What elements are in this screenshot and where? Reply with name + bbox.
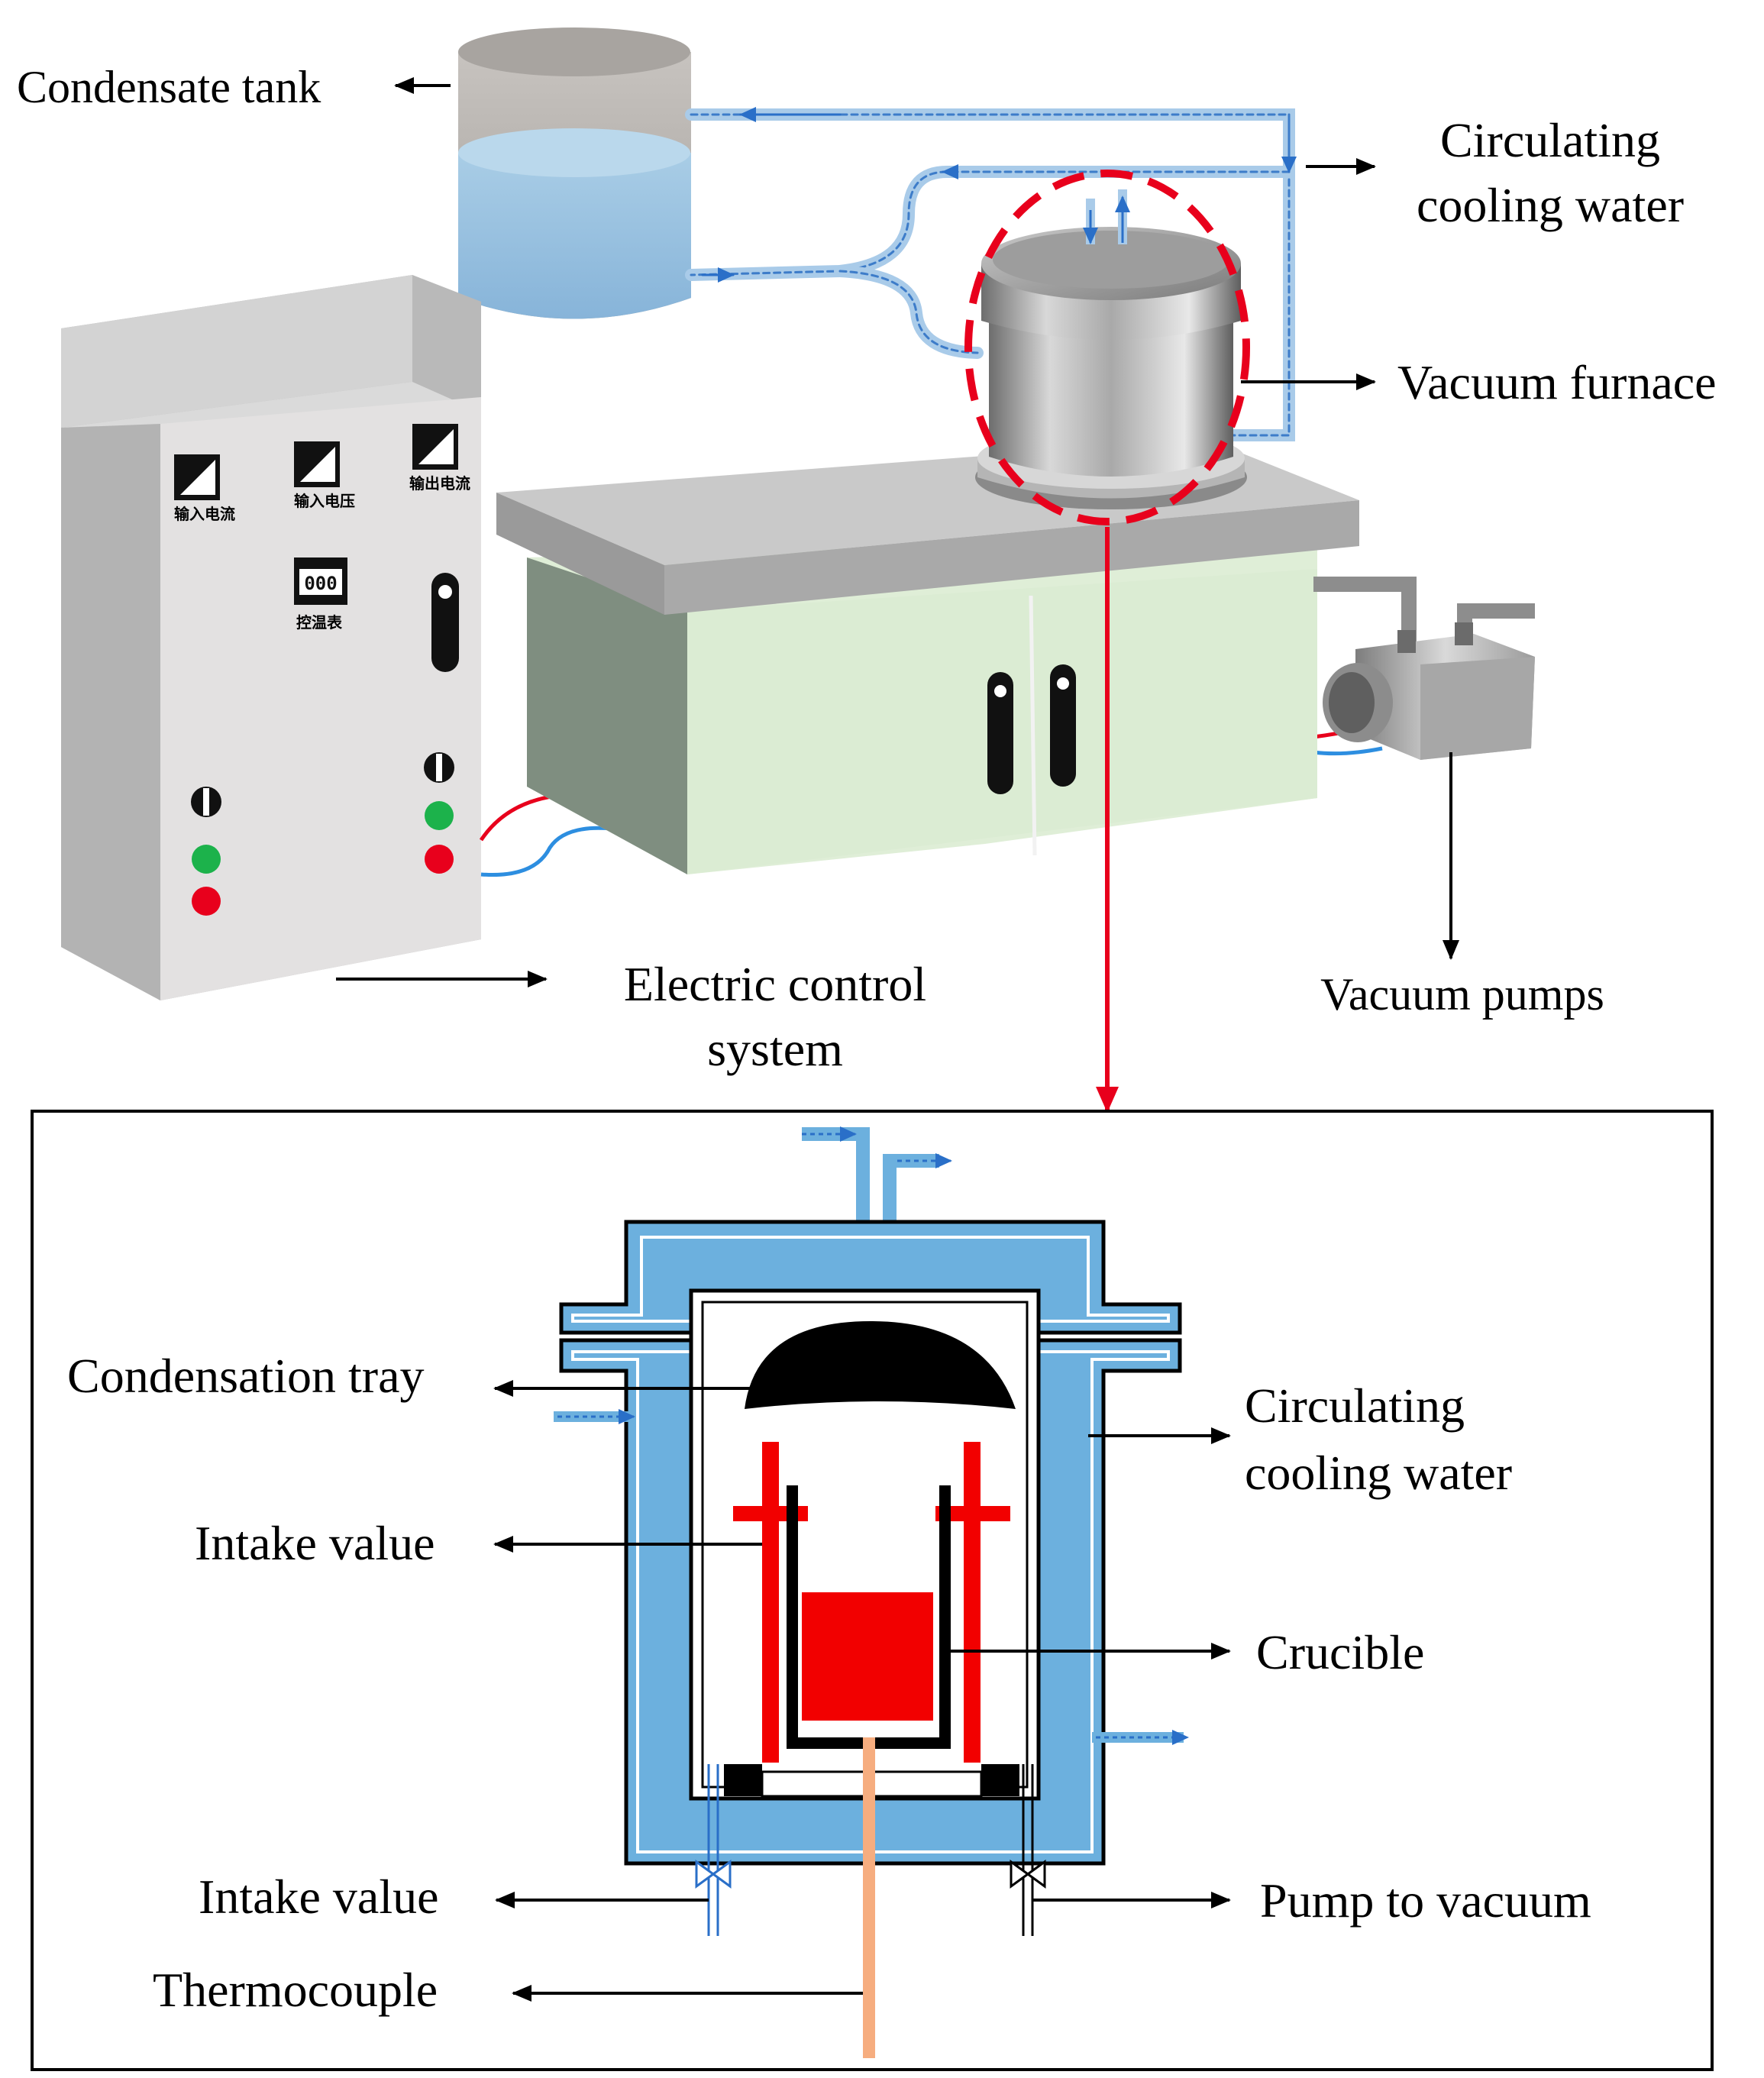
label-intake-value-lower: Intake value [199,1870,439,1924]
label-intake-value-upper: Intake value [195,1516,435,1570]
label-circulating-cooling-water-bottom-2: cooling water [1245,1446,1512,1500]
right-door-handle [1050,664,1076,787]
left-door-handle [987,672,1013,794]
cooling-water-pipes [685,107,1297,441]
svg-text:输出电流: 输出电流 [409,474,470,493]
label-thermocouple: Thermocouple [153,1963,438,2017]
label-circulating-cooling-water-top-1: Circulating [1440,113,1660,167]
vacuum-furnace [975,189,1247,509]
label-circulating-cooling-water-top-2: cooling water [1417,178,1684,232]
furnace-table [496,439,1359,874]
svg-text:输入电压: 输入电压 [294,492,355,510]
meter-output-current: 输出电流 [409,424,470,493]
label-electric-control-1: Electric control [624,957,926,1011]
bottom-callouts [493,1380,1231,2002]
svg-text:000: 000 [304,573,337,594]
svg-text:输入电流: 输入电流 [174,505,235,523]
top-callouts [336,77,1459,987]
label-condensate-tank: Condensate tank [17,62,321,112]
label-condensation-tray: Condensation tray [67,1349,424,1403]
meter-input-current: 输入电流 [174,454,235,523]
label-circulating-cooling-water-bottom-1: Circulating [1245,1378,1465,1433]
right-green-lamp [425,801,454,830]
furnace-cross-section [554,1126,1189,2058]
label-pump-to-vacuum: Pump to vacuum [1260,1873,1591,1928]
vacuum-pump [1313,577,1535,760]
left-red-lamp [192,887,221,916]
furnace-highlight [964,170,1250,525]
label-vacuum-furnace: Vacuum furnace [1397,355,1717,409]
svg-text:控温表: 控温表 [296,613,343,632]
label-electric-control-2: system [707,1022,843,1076]
cross-section-frame [31,1110,1714,2071]
cabinet-handle [431,573,459,672]
label-crucible: Crucible [1256,1625,1424,1679]
temperature-controller: 000 控温表 [294,557,347,632]
electric-control-cabinet: 输入电流 输入电压 输出电流 000 控温表 [61,275,481,1000]
left-green-lamp [192,845,221,874]
label-vacuum-pumps: Vacuum pumps [1320,969,1604,1020]
meter-input-voltage: 输入电压 [294,441,355,510]
right-red-lamp [425,845,454,874]
condensate-tank [458,27,691,319]
